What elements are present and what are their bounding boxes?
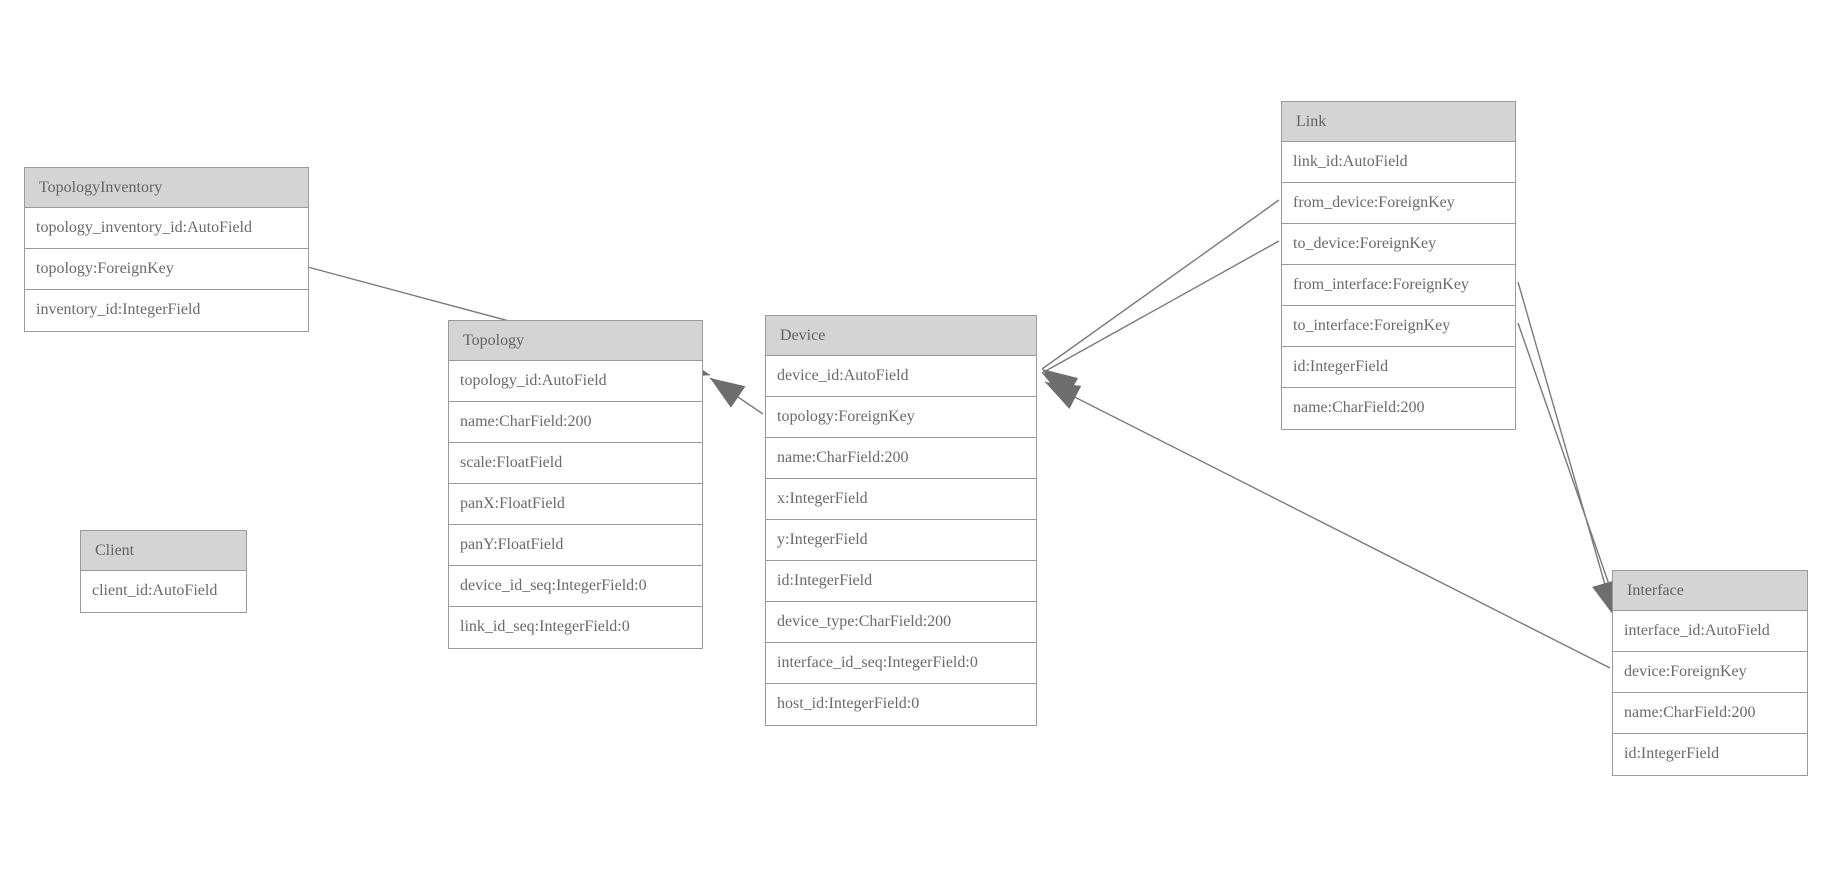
relationship-line-link-to-device [1041,240,1280,374]
entity-field[interactable]: topology:ForeignKey [766,397,1036,438]
entity-field[interactable]: to_device:ForeignKey [1282,224,1515,265]
entity-field[interactable]: link_id_seq:IntegerField:0 [449,607,702,648]
entity-field[interactable]: from_interface:ForeignKey [1282,265,1515,306]
relationship-arrowhead-device-topology [710,378,746,408]
entity-field[interactable]: id:IntegerField [1613,734,1807,775]
entity-title-interface: Interface [1613,571,1807,611]
entity-title-topology: Topology [449,321,702,361]
relationship-line-link-to-interface [1517,322,1621,617]
entity-field[interactable]: panY:FloatField [449,525,702,566]
entity-field[interactable]: to_interface:ForeignKey [1282,306,1515,347]
entity-field[interactable]: x:IntegerField [766,479,1036,520]
entity-field[interactable]: topology_id:AutoField [449,361,702,402]
entity-field[interactable]: name:CharField:200 [449,402,702,443]
entity-title-topologyinventory: TopologyInventory [25,168,308,208]
entity-field[interactable]: id:IntegerField [766,561,1036,602]
relationship-arrowhead-link-from-device [1042,369,1078,400]
entity-field[interactable]: name:CharField:200 [1613,693,1807,734]
entity-field[interactable]: client_id:AutoField [81,571,246,612]
entity-title-device: Device [766,316,1036,356]
relationship-line-device-topology [709,377,764,415]
relationship-line-link-from-device [1041,199,1280,370]
entity-field[interactable]: panX:FloatField [449,484,702,525]
entity-field[interactable]: device_type:CharField:200 [766,602,1036,643]
entity-field[interactable]: device:ForeignKey [1613,652,1807,693]
relationship-arrowhead-link-to-device [1042,373,1079,401]
relationship-arrowhead-interface-device [1045,382,1082,410]
entity-field[interactable]: name:CharField:200 [1282,388,1515,429]
entity-title-client: Client [81,531,246,571]
entity-field[interactable]: name:CharField:200 [766,438,1036,479]
entity-field[interactable]: topology:ForeignKey [25,249,308,290]
entity-field[interactable]: interface_id:AutoField [1613,611,1807,652]
relationship-line-link-from-interface [1517,281,1615,617]
entity-title-link: Link [1282,102,1515,142]
entity-field[interactable]: interface_id_seq:IntegerField:0 [766,643,1036,684]
entity-field[interactable]: device_id_seq:IntegerField:0 [449,566,702,607]
entity-field[interactable]: inventory_id:IntegerField [25,290,308,331]
entity-field[interactable]: id:IntegerField [1282,347,1515,388]
entity-field[interactable]: link_id:AutoField [1282,142,1515,183]
entity-field[interactable]: from_device:ForeignKey [1282,183,1515,224]
entity-field[interactable]: device_id:AutoField [766,356,1036,397]
entity-field[interactable]: host_id:IntegerField:0 [766,684,1036,725]
entity-field[interactable]: y:IntegerField [766,520,1036,561]
entity-field[interactable]: topology_inventory_id:AutoField [25,208,308,249]
entity-field[interactable]: scale:FloatField [449,443,702,484]
